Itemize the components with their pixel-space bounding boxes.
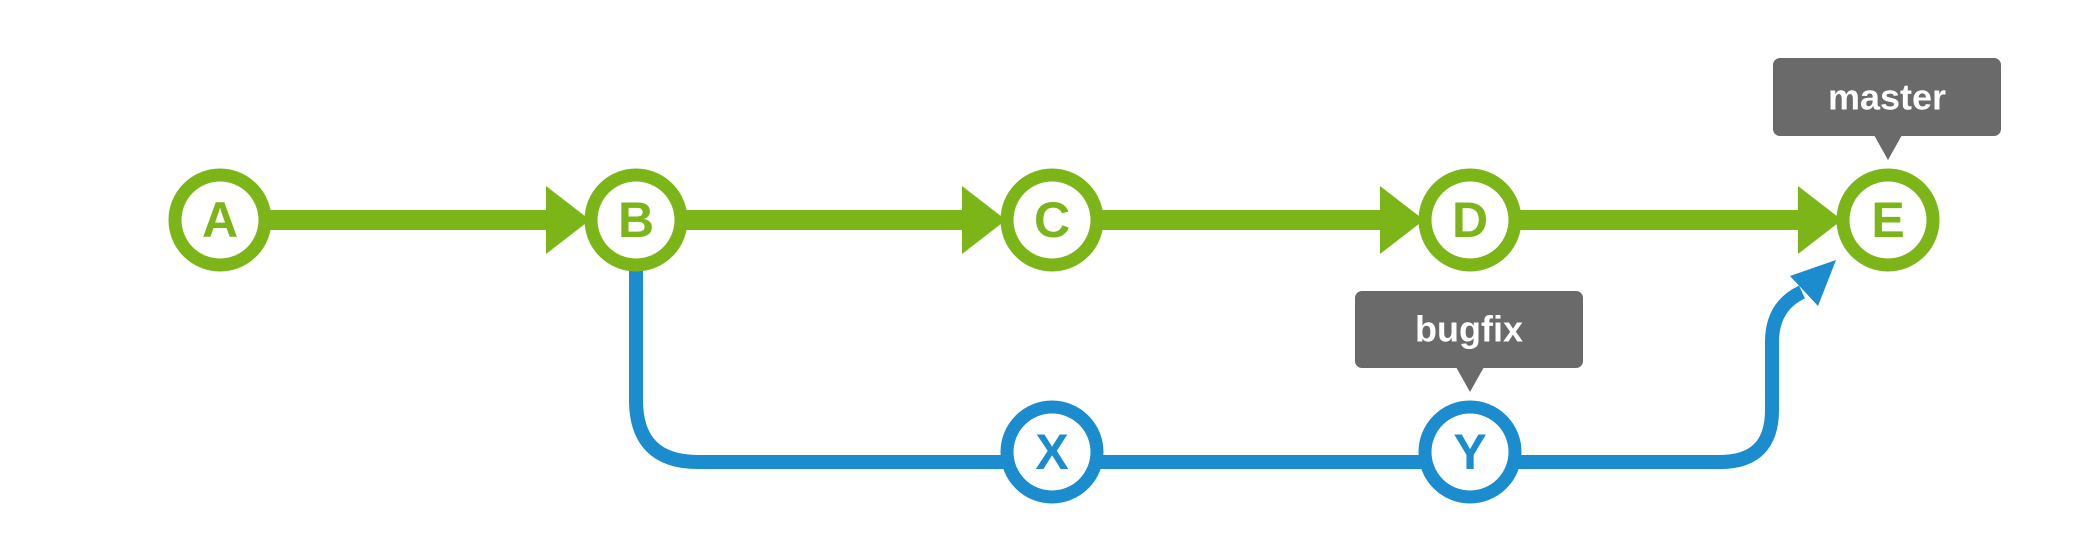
- edge-y-e: [1516, 285, 1806, 469]
- commit-y-label: Y: [1453, 424, 1486, 480]
- commit-b-circle: [584, 168, 688, 272]
- commit-c-circle: [1000, 168, 1104, 272]
- bugfix-connectors: [629, 260, 1836, 469]
- arrowhead-b-c: [962, 186, 1006, 254]
- commit-b-label: B: [618, 192, 654, 248]
- commit-y-circle: [1418, 400, 1522, 504]
- commit-c[interactable]: C: [1000, 168, 1104, 272]
- master-tag-label: master: [1828, 77, 1946, 118]
- commit-x-circle: [1000, 400, 1104, 504]
- commit-d[interactable]: D: [1418, 168, 1522, 272]
- commit-e-circle: [1836, 168, 1940, 272]
- master-tag[interactable]: master: [1773, 58, 2001, 160]
- commit-b[interactable]: B: [584, 168, 688, 272]
- arrowhead-c-d: [1380, 186, 1424, 254]
- bugfix-tag[interactable]: bugfix: [1355, 291, 1583, 392]
- commit-d-label: D: [1452, 192, 1488, 248]
- commit-x[interactable]: X: [1000, 400, 1104, 504]
- edge-b-x: [629, 260, 1008, 469]
- bugfix-tag-pointer: [1456, 367, 1484, 392]
- commit-c-label: C: [1034, 192, 1070, 248]
- master-tag-box: [1773, 58, 2001, 136]
- commit-e[interactable]: E: [1836, 168, 1940, 272]
- arrowhead-y-e: [1790, 260, 1836, 306]
- commit-y[interactable]: Y: [1418, 400, 1522, 504]
- master-connectors: [268, 186, 1842, 254]
- commit-a-circle: [168, 168, 272, 272]
- commit-d-circle: [1418, 168, 1522, 272]
- arrowhead-d-e: [1798, 186, 1842, 254]
- commit-a-label: A: [202, 192, 238, 248]
- bugfix-tag-label: bugfix: [1415, 309, 1523, 350]
- arrowhead-a-b: [546, 186, 590, 254]
- commit-x-label: X: [1035, 424, 1068, 480]
- commit-e-label: E: [1871, 192, 1904, 248]
- master-tag-pointer: [1874, 135, 1902, 160]
- bugfix-tag-box: [1355, 291, 1583, 368]
- commit-a[interactable]: A: [168, 168, 272, 272]
